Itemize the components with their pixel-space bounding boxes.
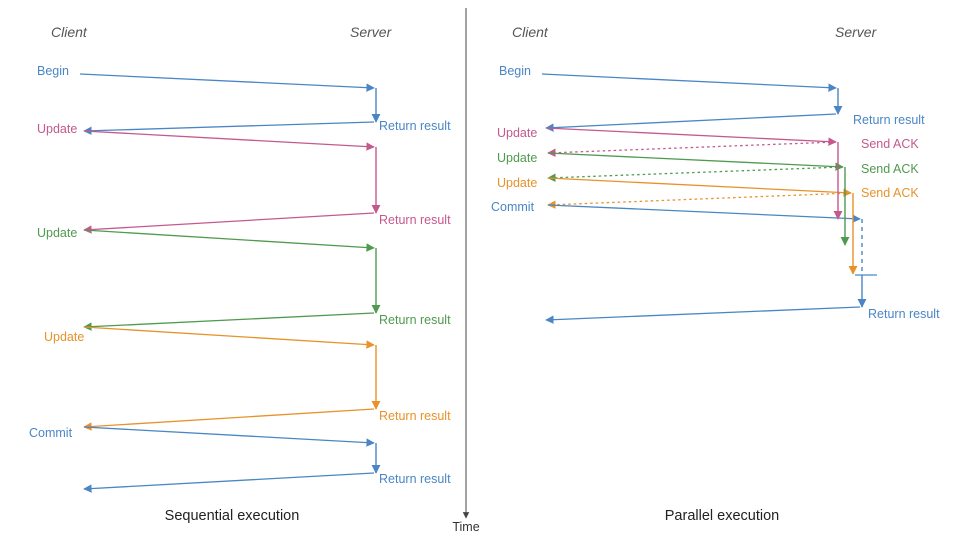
message-arrow xyxy=(83,229,375,252)
message-label: Commit xyxy=(491,200,535,214)
message-label: Return result xyxy=(853,113,925,127)
message-label: Update xyxy=(497,126,537,140)
message-label: Update xyxy=(44,330,84,344)
message-label: Return result xyxy=(379,472,451,486)
message-label: Update xyxy=(37,122,77,136)
client-lane-header: Client xyxy=(51,24,88,40)
message-label: Update xyxy=(497,176,537,190)
message-arrow xyxy=(545,306,861,324)
message-arrow xyxy=(547,177,852,197)
message-arrow xyxy=(547,141,837,157)
server-lane-header: Server xyxy=(350,24,393,40)
message-arrow xyxy=(545,113,837,132)
message-label: Commit xyxy=(29,426,73,440)
message-arrow xyxy=(83,326,375,349)
panel-caption: Parallel execution xyxy=(665,508,779,524)
message-label: Update xyxy=(37,226,77,240)
message-label: Return result xyxy=(379,213,451,227)
message-arrow xyxy=(545,127,837,146)
message-arrow xyxy=(547,166,844,182)
message-arrow xyxy=(83,426,375,447)
message-label: Return result xyxy=(379,409,451,423)
message-label: Return result xyxy=(868,307,940,321)
message-label: Send ACK xyxy=(861,186,919,200)
message-arrow xyxy=(83,312,375,331)
message-label: Send ACK xyxy=(861,137,919,151)
message-label: Begin xyxy=(37,64,69,78)
message-arrow xyxy=(83,408,375,431)
server-lane-header: Server xyxy=(835,24,878,40)
message-arrow xyxy=(547,192,852,209)
message-arrow xyxy=(83,121,375,135)
message-label: Return result xyxy=(379,313,451,327)
message-label: Update xyxy=(497,151,537,165)
message-label: Return result xyxy=(379,119,451,133)
message-label: Send ACK xyxy=(861,162,919,176)
message-arrow xyxy=(547,204,861,223)
message-arrow xyxy=(83,212,375,234)
message-arrow xyxy=(547,152,844,171)
message-arrow xyxy=(83,472,375,493)
message-label: Begin xyxy=(499,64,531,78)
message-arrow xyxy=(79,73,375,92)
time-axis-label: Time xyxy=(452,520,479,534)
message-arrow xyxy=(541,73,837,92)
message-arrow xyxy=(83,130,375,151)
panel-caption: Sequential execution xyxy=(165,508,300,524)
client-lane-header: Client xyxy=(512,24,549,40)
